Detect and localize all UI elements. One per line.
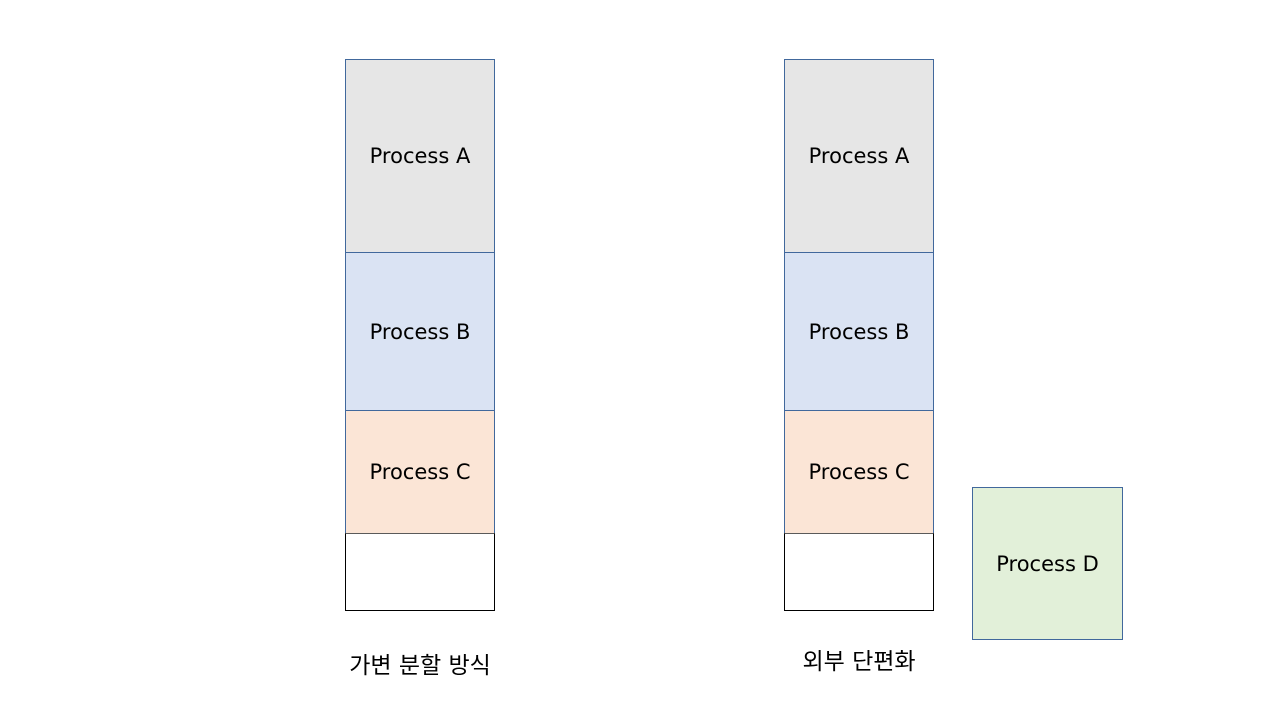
memory-column-variable-partition: Process A Process B Process C	[345, 59, 495, 611]
memory-block-process-a: Process A	[345, 59, 495, 252]
memory-block-process-c: Process C	[784, 410, 934, 533]
caption-external-fragmentation: 외부 단편화	[802, 649, 916, 675]
memory-block-process-c: Process C	[345, 410, 495, 533]
waiting-process-d: Process D	[972, 487, 1123, 640]
memory-block-free	[345, 533, 495, 611]
memory-column-external-fragmentation: Process A Process B Process C	[784, 59, 934, 611]
caption-variable-partition: 가변 분할 방식	[349, 653, 491, 679]
memory-block-process-b: Process B	[345, 252, 495, 410]
memory-block-process-a: Process A	[784, 59, 934, 252]
memory-block-free	[784, 533, 934, 611]
memory-block-process-b: Process B	[784, 252, 934, 410]
